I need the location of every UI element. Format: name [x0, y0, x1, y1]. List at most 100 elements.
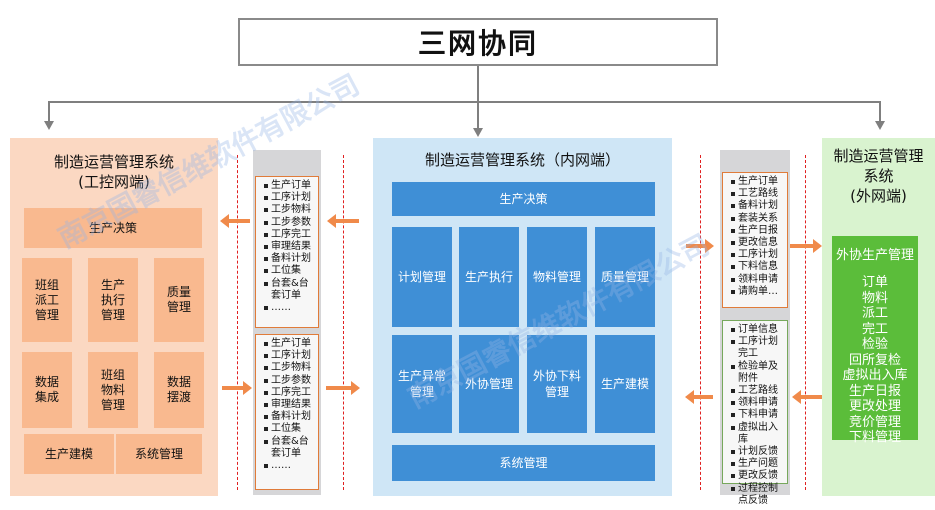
- left-panel-subtitle: (工控网端): [78, 173, 150, 191]
- title-connector: [477, 66, 479, 102]
- mid-box-exception-management: 生产异常 管理: [392, 335, 452, 433]
- list-item: 生产订单: [731, 176, 783, 188]
- connector-left: [48, 101, 50, 123]
- list-item: 生产问题: [731, 458, 783, 470]
- list-item: 工序计划完工: [731, 336, 783, 360]
- outsourcing-function-item: 派工: [861, 306, 888, 321]
- mid-box-outsourcing: 外协管理: [459, 335, 519, 433]
- right-panel-title-2: 系统: [863, 167, 894, 185]
- list-item: 审理结果: [264, 399, 314, 411]
- connector-right: [879, 101, 881, 123]
- right-upper-data-list: 生产订单工艺路线备料计划套装关系生产日报更改信息工序计划下料信息领料申请请购单…: [722, 172, 788, 308]
- list-item: 工艺路线: [731, 385, 783, 397]
- dashed-divider-4: [805, 155, 806, 490]
- left-box-quality: 质量 管理: [154, 258, 204, 342]
- list-item: 更改反馈: [731, 470, 783, 482]
- list-item: 领料申请: [731, 274, 783, 286]
- list-item: 工序计划: [731, 249, 783, 261]
- list-item: 过程控制点反馈: [731, 483, 783, 507]
- left-panel-title: 制造运营管理系统: [53, 153, 174, 171]
- list-item: 工序完工: [264, 387, 314, 399]
- outsourcing-function-item: 更改处理: [848, 399, 901, 414]
- mid-system-management: 系统管理: [392, 445, 655, 481]
- list-item: 工步物料: [264, 362, 314, 374]
- list-item: 计划反馈: [731, 446, 783, 458]
- right-panel-subtitle: (外网端): [850, 187, 907, 205]
- arrow-right-icon: [686, 239, 714, 253]
- left-box-data-ferry: 数据 摆渡: [154, 352, 204, 428]
- mid-box-quality-management: 质量管理: [595, 227, 655, 327]
- list-item: 工步参数: [264, 217, 314, 229]
- arrow-down-mid-icon: [473, 128, 483, 137]
- dashed-divider-2: [343, 155, 344, 490]
- arrow-down-left-icon: [44, 121, 54, 130]
- dashed-divider-1: [237, 155, 238, 490]
- arrow-right-icon: [790, 239, 822, 253]
- outsourcing-production-title: 外协生产管理: [835, 248, 914, 263]
- dashed-divider-3: [700, 155, 701, 490]
- list-item: 工位集: [264, 423, 314, 435]
- list-item: 工步物料: [264, 204, 314, 216]
- arrow-left-icon: [792, 390, 822, 404]
- mid-production-decision: 生产决策: [392, 182, 655, 216]
- left-production-decision: 生产决策: [24, 208, 202, 248]
- right-lower-data-list: 订单信息工序计划完工检验单及附件工艺路线领料申请下料申请虚拟出入库计划反馈生产问…: [722, 320, 788, 506]
- left-upper-data-list: 生产订单工序计划工步物料工步参数工序完工审理结果备料计划工位集台套&台套订单……: [255, 176, 319, 328]
- arrow-right-icon: [222, 381, 252, 395]
- list-item: 下料申请: [731, 409, 783, 421]
- list-item: ……: [264, 460, 314, 472]
- list-item: 订单信息: [731, 324, 783, 336]
- list-item: 工序完工: [264, 229, 314, 241]
- outsourcing-function-item: 物料: [861, 290, 888, 306]
- outsourcing-function-list: 订单物料派工完工检验回所复检虚拟出入库生产日报更改处理竞价管理下料管理: [832, 275, 918, 446]
- left-box-production-modeling: 生产建模: [24, 434, 114, 474]
- mid-box-plan-management: 计划管理: [392, 227, 452, 327]
- arrow-left-icon: [327, 214, 359, 228]
- right-panel-title: 制造运营管理: [833, 147, 924, 165]
- outsourcing-function-item: 生产日报: [848, 383, 901, 399]
- outsourcing-function-item: 检验: [861, 337, 888, 352]
- list-item: 生产订单: [264, 180, 314, 192]
- arrow-right-icon: [326, 381, 360, 395]
- outsourcing-function-item: 虚拟出入库: [842, 368, 908, 383]
- left-box-system-management: 系统管理: [116, 434, 202, 474]
- list-item: 更改信息: [731, 237, 783, 249]
- mid-box-production-execution: 生产执行: [459, 227, 519, 327]
- list-item: 下料信息: [731, 261, 783, 273]
- list-item: 台套&台套订单: [264, 436, 314, 460]
- list-item: 审理结果: [264, 241, 314, 253]
- outsourcing-function-item: 订单: [861, 275, 888, 290]
- list-item: 生产订单: [264, 338, 314, 350]
- list-item: 工序计划: [264, 192, 314, 204]
- list-item: 检验单及附件: [731, 361, 783, 385]
- list-item: 备料计划: [264, 411, 314, 423]
- outsourcing-production-box: 外协生产管理 订单物料派工完工检验回所复检虚拟出入库生产日报更改处理竞价管理下料…: [832, 236, 918, 445]
- mid-box-outsourcing-cutting: 外协下料 管理: [527, 335, 587, 433]
- diagram-title: 三网协同: [238, 18, 718, 66]
- horizontal-connector: [48, 101, 880, 103]
- list-item: 领料申请: [731, 397, 783, 409]
- list-item: 工艺路线: [731, 188, 783, 200]
- list-item: 虚拟出入库: [731, 422, 783, 446]
- list-item: 备料计划: [264, 253, 314, 265]
- left-box-team-material: 班组 物料 管理: [88, 352, 138, 428]
- list-item: 生产日报: [731, 225, 783, 237]
- list-item: 备料计划: [731, 200, 783, 212]
- list-item: 工序计划: [264, 350, 314, 362]
- mid-panel-title: 制造运营管理系统（内网端）: [424, 151, 620, 169]
- outsourcing-function-item: 回所复检: [848, 352, 901, 368]
- left-box-team-dispatch: 班组 派工 管理: [22, 258, 72, 342]
- list-item: ……: [264, 302, 314, 314]
- list-item: 请购单…: [731, 286, 783, 298]
- mid-box-production-modeling: 生产建模: [595, 335, 655, 433]
- mid-box-material-management: 物料管理: [527, 227, 587, 327]
- list-item: 工步参数: [264, 375, 314, 387]
- list-item: 台套&台套订单: [264, 278, 314, 302]
- outsourcing-function-item: 竞价管理: [848, 414, 901, 430]
- list-item: 工位集: [264, 265, 314, 277]
- list-item: 套装关系: [731, 213, 783, 225]
- outsourcing-function-item: 完工: [861, 321, 888, 337]
- left-box-data-integration: 数据 集成: [22, 352, 72, 428]
- arrow-left-icon: [220, 214, 250, 228]
- connector-mid: [477, 101, 479, 129]
